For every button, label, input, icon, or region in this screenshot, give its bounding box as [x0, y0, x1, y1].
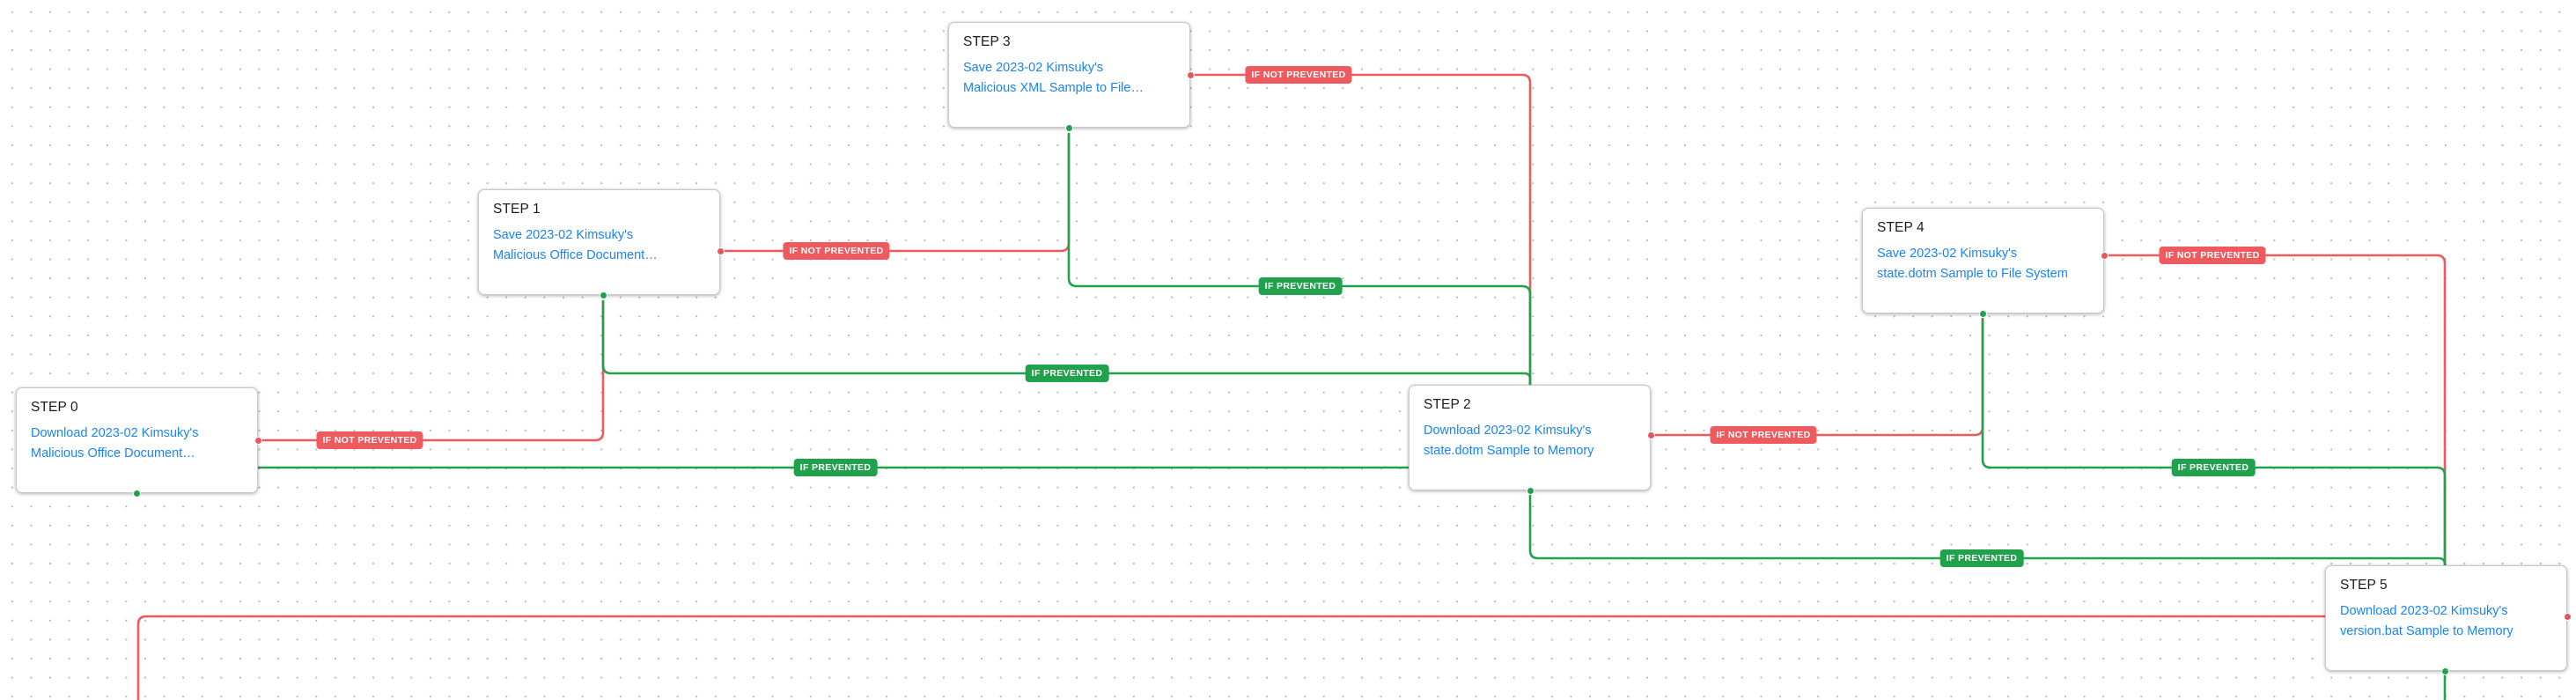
node-step5[interactable]: STEP 5 Download 2023-02 Kimsuky's version.… — [2325, 565, 2567, 671]
edge-label-e1-2[interactable]: IF PREVENTED — [1025, 365, 1109, 382]
node-link-line2[interactable]: state.dotm Sample to File System — [1877, 267, 2068, 281]
edge-label-e3-2[interactable]: IF PREVENTED — [1258, 277, 1343, 295]
node-title: STEP 5 — [2340, 578, 2388, 593]
connection-handle-h3-tgt[interactable] — [1064, 123, 1073, 132]
connection-handle-h5-tgt[interactable] — [2440, 667, 2449, 675]
edge-label-e4-5[interactable]: IF NOT PREVENTED — [2159, 247, 2266, 264]
edge-e5-out-red[interactable] — [136, 615, 2327, 700]
edge-e0-1[interactable] — [256, 299, 605, 442]
connection-handle-h1-src[interactable] — [716, 247, 725, 255]
connection-handle-h0-tgt[interactable] — [132, 489, 141, 497]
edge-label-e0-1[interactable]: IF NOT PREVENTED — [316, 431, 423, 449]
node-link-line1[interactable]: Save 2023-02 Kimsuky's — [963, 61, 1104, 75]
edge-label-e2-5[interactable]: IF PREVENTED — [1939, 549, 2024, 567]
edge-e1-3[interactable] — [718, 132, 1071, 253]
edge-label-e3-4[interactable]: IF NOT PREVENTED — [1245, 66, 1352, 84]
edge-e4-x[interactable] — [1981, 317, 2447, 567]
node-title: STEP 2 — [1424, 397, 1471, 412]
connection-handle-h4-tgt[interactable] — [1978, 309, 1987, 318]
connection-handle-h3-src[interactable] — [1186, 70, 1195, 79]
edge-e4-5[interactable] — [2102, 254, 2447, 618]
node-title: STEP 4 — [1877, 220, 1925, 235]
connection-handle-h5-src[interactable] — [2563, 612, 2572, 621]
node-link-line1[interactable]: Download 2023-02 Kimsuky's — [2340, 604, 2508, 618]
edge-label-e4-x[interactable]: IF PREVENTED — [2171, 459, 2256, 476]
connection-handle-h2-src[interactable] — [1646, 431, 1655, 439]
node-link-line2[interactable]: Malicious Office Document… — [31, 446, 195, 461]
connection-handle-h4-src[interactable] — [2100, 251, 2109, 260]
edge-e2-4[interactable] — [1649, 317, 1984, 437]
node-link-line2[interactable]: version.bat Sample to Memory — [2340, 624, 2513, 638]
node-title: STEP 3 — [963, 34, 1011, 49]
node-link-line2[interactable]: Malicious Office Document… — [493, 248, 658, 262]
node-link-line1[interactable]: Save 2023-02 Kimsuky's — [493, 228, 634, 242]
node-step2[interactable]: STEP 2 Download 2023-02 Kimsuky's state.do… — [1409, 385, 1651, 490]
node-title: STEP 1 — [493, 202, 541, 217]
node-link-line2[interactable]: Malicious XML Sample to File… — [963, 81, 1144, 95]
node-link-line1[interactable]: Download 2023-02 Kimsuky's — [1424, 424, 1592, 438]
node-title: STEP 0 — [31, 400, 78, 415]
edge-label-e2-4[interactable]: IF NOT PREVENTED — [1710, 426, 1817, 444]
node-link-line2[interactable]: state.dotm Sample to Memory — [1424, 444, 1594, 458]
node-link-line1[interactable]: Download 2023-02 Kimsuky's — [31, 426, 199, 440]
edge-e3-4[interactable] — [1189, 73, 1532, 387]
connection-handle-h1-tgt[interactable] — [599, 291, 607, 299]
edge-label-e0-2[interactable]: IF PREVENTED — [793, 459, 878, 476]
node-step4[interactable]: STEP 4 Save 2023-02 Kimsuky's state.dotm S… — [1862, 208, 2104, 313]
edge-label-e1-3[interactable]: IF NOT PREVENTED — [783, 242, 890, 260]
connection-handle-h2-tgt[interactable] — [1526, 486, 1535, 495]
node-link-line1[interactable]: Save 2023-02 Kimsuky's — [1877, 247, 2018, 261]
edge-e3-2[interactable] — [1067, 132, 1532, 387]
connection-handle-h0-src[interactable] — [254, 436, 262, 445]
